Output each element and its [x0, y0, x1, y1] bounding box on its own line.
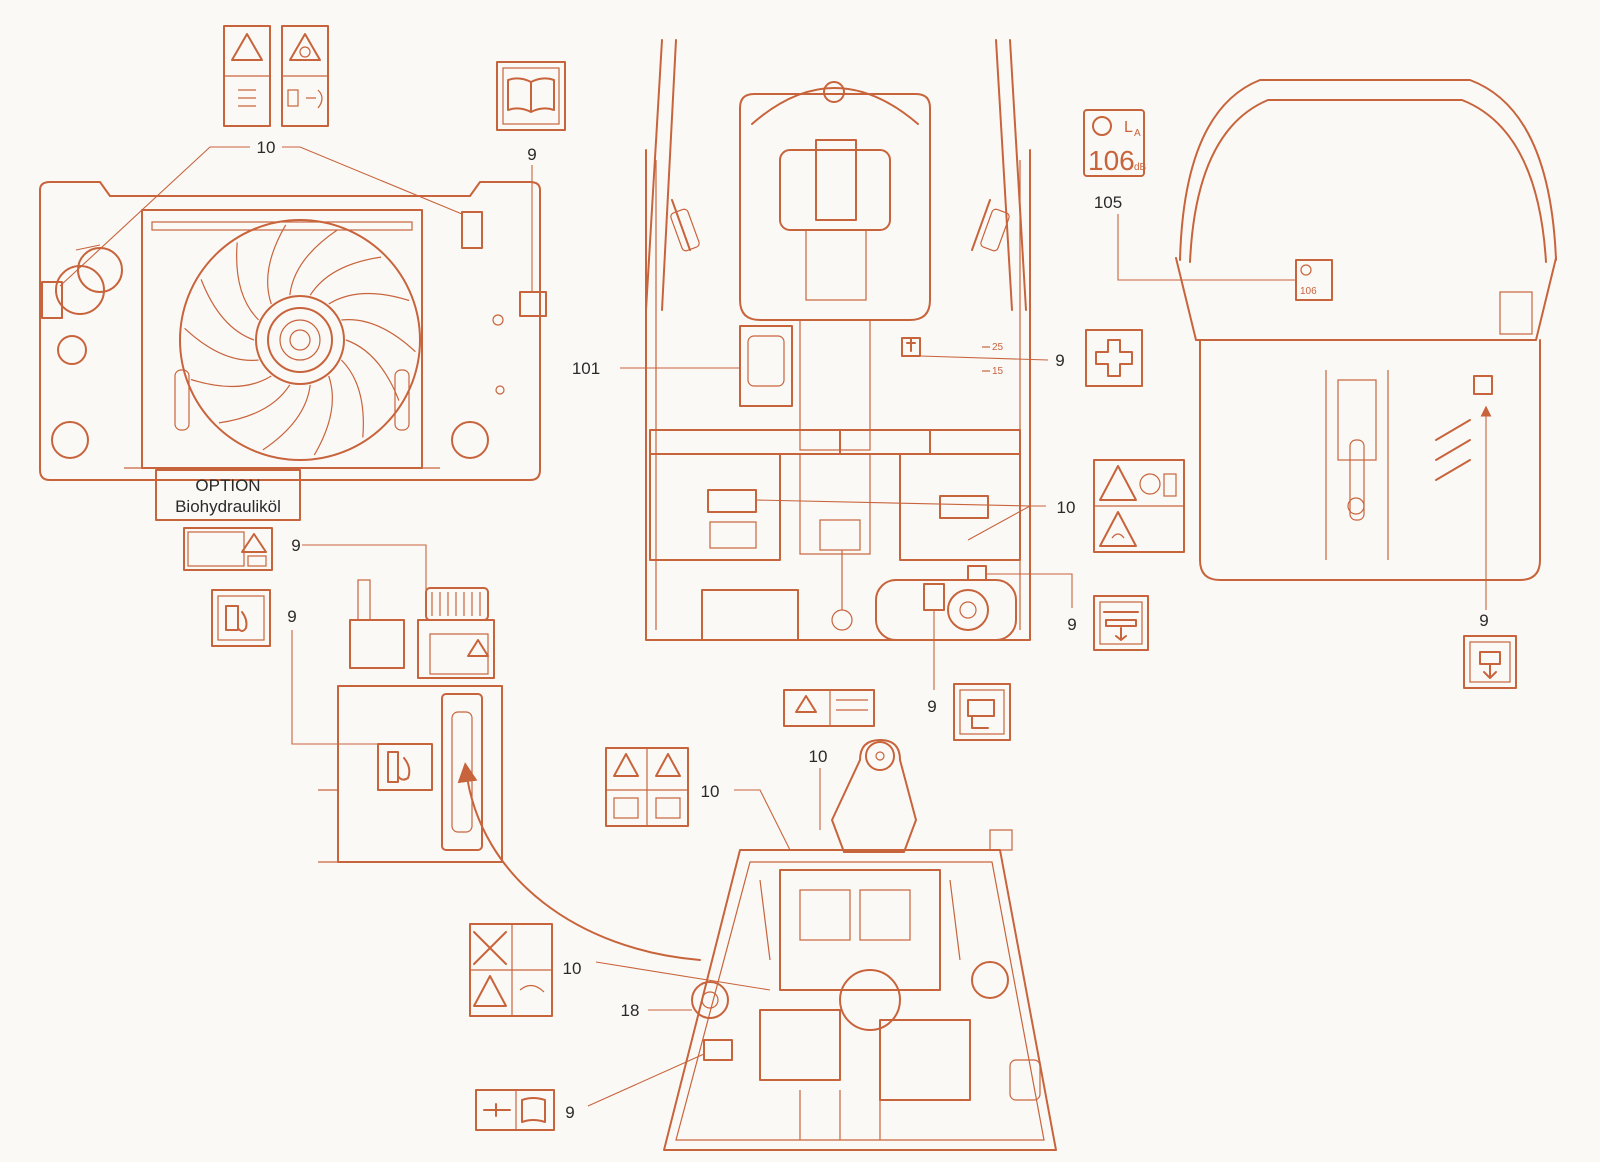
noise-value: 106	[1088, 145, 1135, 176]
engine-callouts: 10 10 10 18 9	[563, 747, 828, 1122]
radiator-callouts: 10 9	[59, 138, 537, 292]
callout-9-engine-bottom: 9	[565, 1103, 574, 1122]
fuel-decal	[953, 683, 1011, 741]
rear-frame-callouts: 101 9 10 9 9	[572, 351, 1077, 716]
biohydraulic-decal	[183, 527, 273, 571]
fan-hazard-icon	[289, 33, 321, 61]
coolant-icon	[1103, 611, 1139, 641]
engine-bay	[663, 739, 1057, 1151]
fan-hazard-decal	[223, 25, 329, 127]
callout-9-rear-low: 9	[927, 697, 936, 716]
callout-10-radiator: 10	[257, 138, 276, 157]
hydraulic-oil-icon	[225, 605, 248, 632]
option-label-line1: OPTION	[195, 476, 260, 495]
noise-sub: A	[1134, 128, 1141, 139]
callout-9-radiator: 9	[527, 145, 536, 164]
engine-decals	[469, 747, 689, 1131]
manual-decal-top	[496, 61, 566, 131]
fuel-icon	[967, 699, 995, 729]
noise-unit: dB	[1134, 162, 1147, 173]
rear-frame	[645, 39, 1031, 641]
noise-decal-small: 106	[1295, 259, 1333, 301]
option-label: OPTION Biohydrauliköl	[155, 469, 301, 521]
callout-105: 105	[1094, 193, 1122, 212]
noise-decal: L A 106 dB	[1083, 109, 1147, 177]
noise-level-icon	[1092, 116, 1112, 136]
noise-small-value: 106	[1300, 286, 1317, 297]
radiator-decals	[41, 211, 547, 319]
callout-9-rear-right: 9	[1067, 615, 1076, 634]
hydraulic-oil-decal-left	[211, 589, 271, 647]
noise-l: L	[1124, 119, 1133, 136]
coolant-decal	[1093, 595, 1149, 651]
main-switch-icon	[483, 1103, 511, 1117]
first-aid-icon	[1095, 339, 1133, 377]
hot-surface-icon	[1099, 511, 1137, 547]
fan	[179, 219, 421, 461]
callout-9-tank: 9	[287, 607, 296, 626]
frame-mark-15: 15	[992, 366, 1004, 377]
radiator-panel	[39, 181, 541, 481]
callout-10-engine-top: 10	[809, 747, 828, 766]
lifting-point-decal	[1463, 635, 1517, 689]
warning-decal-small	[783, 689, 875, 727]
lifting-hazard-icon	[231, 33, 263, 61]
frame-mark-25: 25	[992, 342, 1004, 353]
callout-18: 18	[621, 1001, 640, 1020]
manual-book-icon	[507, 77, 555, 113]
first-aid-decal	[1085, 329, 1143, 387]
callout-9-tank-top: 9	[291, 536, 300, 555]
callout-9-hood: 9	[1479, 611, 1488, 630]
relocation-arrow	[457, 762, 701, 961]
option-label-line2: Biohydrauliköl	[175, 497, 281, 516]
rear-hood	[1175, 79, 1557, 581]
crush-hazard-decal	[1093, 459, 1185, 553]
callout-10-engine-left: 10	[701, 782, 720, 801]
rear-hood-callouts: 105 9	[1094, 193, 1492, 630]
rear-frame-decals: 25 15	[707, 325, 1004, 611]
callout-101: 101	[572, 359, 600, 378]
crush-hazard-icon	[1099, 465, 1137, 501]
lifting-point-icon	[1479, 651, 1501, 679]
callout-10-frame: 10	[1057, 498, 1076, 517]
callout-10-engine-mid: 10	[563, 959, 582, 978]
hydraulic-tank	[318, 579, 503, 863]
hydraulic-tank-callouts: 9 9	[287, 536, 427, 745]
callout-9-firstaid: 9	[1055, 351, 1064, 370]
